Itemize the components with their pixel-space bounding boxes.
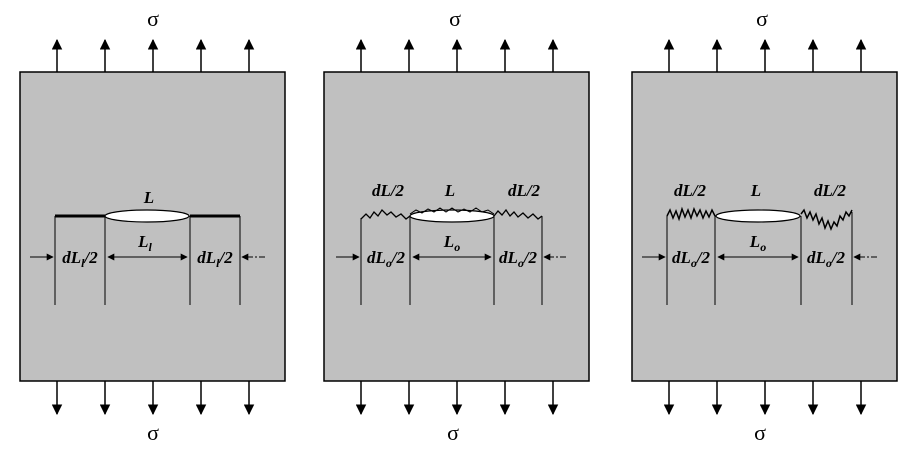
center-length-label: Lo [749, 232, 766, 254]
very-rough-extension-left [666, 206, 716, 222]
top-right-dl-label: dL/2 [508, 181, 541, 200]
top-stress-arrows [51, 38, 255, 72]
crack-length-label: L [750, 181, 761, 200]
right-dl-label: dLo/2 [807, 248, 846, 270]
bottom-stress-arrows [51, 381, 255, 416]
top-stress-arrows [355, 38, 559, 72]
bottom-stress-arrows [663, 381, 867, 416]
left-dl-label: dLl/2 [62, 248, 98, 270]
top-stress-arrows [663, 38, 867, 72]
stress-label-bottom: σ [754, 420, 766, 445]
rough-extension-right [493, 208, 543, 220]
center-length-label: Lo [443, 232, 460, 254]
top-left-dl-label: dL/2 [372, 181, 405, 200]
plate [323, 71, 590, 382]
stress-label-bottom: σ [147, 420, 159, 445]
right-dl-label: dLl/2 [197, 248, 233, 270]
stress-label-top: σ [147, 6, 159, 31]
crack-length-label: L [444, 181, 455, 200]
panel-right: σ σ L dL/2 dL/2 dLo/2 Lo dLo/2 [631, 6, 898, 445]
initial-crack [104, 209, 190, 223]
crack-length-label: L [143, 188, 154, 207]
stress-label-top: σ [449, 6, 461, 31]
left-dl-label: dLo/2 [367, 248, 406, 270]
rough-extension-left [360, 208, 411, 220]
top-right-dl-label: dL/2 [814, 181, 847, 200]
center-length-label: Ll [137, 232, 152, 254]
plate [19, 71, 286, 382]
stress-label-bottom: σ [447, 420, 459, 445]
plate [631, 71, 898, 382]
top-left-dl-label: dL/2 [674, 181, 707, 200]
right-dl-label: dLo/2 [499, 248, 538, 270]
bottom-stress-arrows [355, 381, 559, 416]
rough-crack-edge [409, 207, 495, 215]
panel-left: σ σ L dLl/2 Ll dLl/2 [19, 6, 286, 445]
very-rough-extension-right [800, 208, 853, 232]
stress-label-top: σ [756, 6, 768, 31]
initial-crack [715, 209, 801, 223]
panel-middle: σ σ L dL/2 dL/2 dLo/2 Lo dLo/2 [323, 6, 590, 445]
left-dl-label: dLo/2 [672, 248, 711, 270]
